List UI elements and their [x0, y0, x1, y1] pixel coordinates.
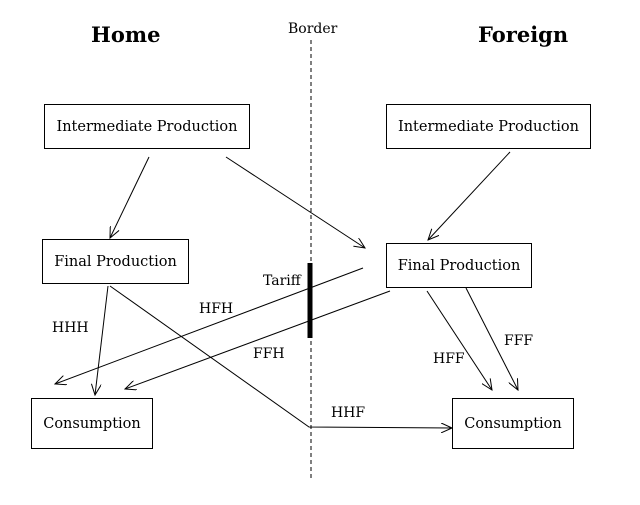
foreign-intermediate-production-box: Intermediate Production [386, 104, 591, 149]
arrow-hff [426, 290, 492, 390]
hhh-label: HHH [52, 320, 89, 336]
home-consumption-box: Consumption [31, 398, 153, 449]
arrow-hfh [55, 267, 364, 384]
tariff-label: Tariff [263, 273, 301, 289]
arrow-foreign-intermediate-to-foreign-final [428, 151, 511, 240]
arrow-ffh [125, 290, 391, 389]
fff-label: FFF [504, 333, 534, 349]
arrow-hhh [95, 285, 109, 395]
arrow-hhf [109, 285, 452, 428]
home-header: Home [91, 22, 161, 47]
ffh-label: FFH [253, 346, 285, 362]
hfh-label: HFH [199, 301, 234, 317]
home-final-production-box: Final Production [42, 239, 189, 284]
foreign-final-production-box: Final Production [386, 243, 532, 288]
hff-label: HFF [433, 351, 465, 367]
foreign-header: Foreign [478, 22, 569, 47]
arrow-home-intermediate-to-foreign-final [225, 156, 365, 248]
arrow-home-intermediate-to-home-final [110, 156, 150, 238]
border-label: Border [288, 21, 338, 37]
hhf-label: HHF [331, 405, 366, 421]
arrow-fff [465, 287, 518, 390]
home-intermediate-production-box: Intermediate Production [44, 104, 250, 149]
foreign-consumption-box: Consumption [452, 398, 574, 449]
